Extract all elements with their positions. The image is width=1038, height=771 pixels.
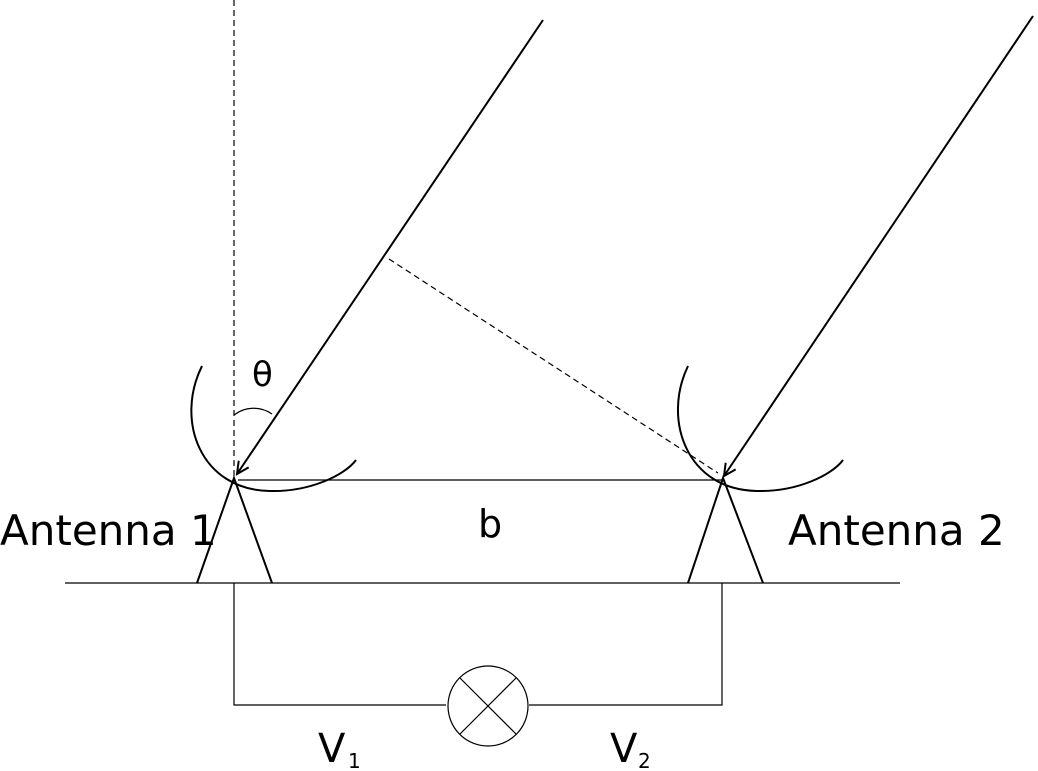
baseline-label: b <box>478 502 502 546</box>
ray-antenna1 <box>237 19 544 474</box>
v1-main: V <box>318 726 346 771</box>
v1-sub: 1 <box>348 749 361 771</box>
dish-antenna2 <box>676 365 844 493</box>
antenna2-label: Antenna 2 <box>788 506 1005 555</box>
v2-sub: 2 <box>638 749 651 771</box>
mount-antenna1 <box>196 475 273 584</box>
circle-x-icon <box>447 665 529 747</box>
angle-arc <box>233 407 273 416</box>
antenna1-label: Antenna 1 <box>0 506 217 555</box>
cable-antenna1 <box>233 583 446 706</box>
ray-antenna2 <box>724 15 1034 476</box>
v1-label: V 1 <box>318 726 361 771</box>
angle-label: θ <box>252 355 273 395</box>
v2-main: V <box>610 726 638 771</box>
v2-label: V 2 <box>610 726 651 771</box>
dish-antenna1 <box>190 365 357 493</box>
mount-antenna2 <box>687 475 764 584</box>
cable-antenna2 <box>529 583 723 706</box>
wavefront-line <box>388 258 719 474</box>
